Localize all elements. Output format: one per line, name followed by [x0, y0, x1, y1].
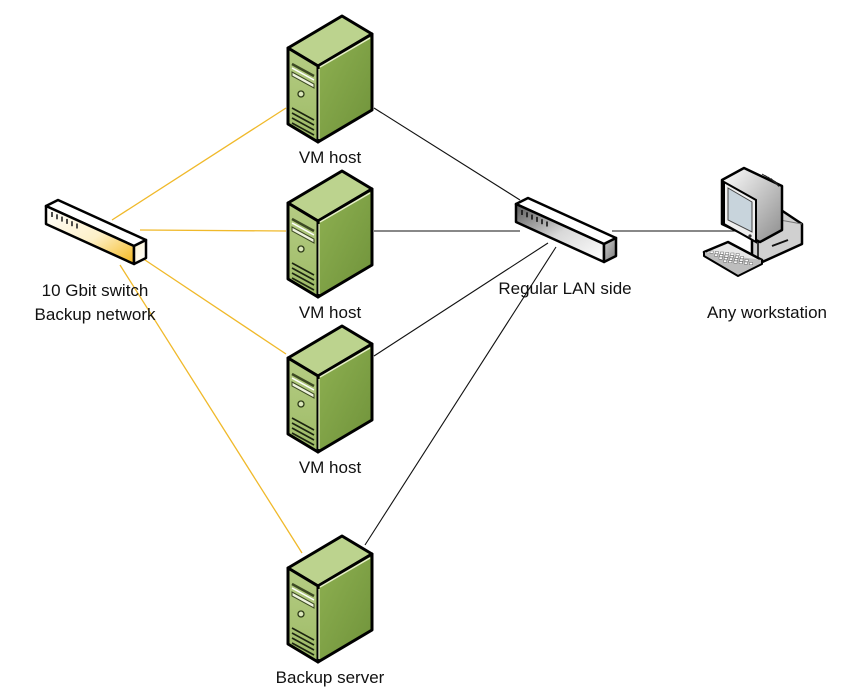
nodes — [44, 14, 804, 664]
vm-host-3-label: VM host — [298, 458, 362, 477]
backup-switch-label-line-2: Backup network — [34, 305, 156, 324]
vm-host-1-server-icon — [286, 14, 374, 144]
backup-switch-icon — [44, 198, 148, 266]
link-bswitch-vm3 — [141, 257, 287, 355]
vm-host-2-label: VM host — [298, 303, 362, 322]
link-bswitch-vm2 — [139, 229, 287, 232]
backup-server-icon — [286, 534, 374, 664]
lan-switch-label: Regular LAN side — [498, 279, 632, 298]
edges — [111, 107, 736, 554]
link-lswitch-vm3 — [373, 242, 549, 357]
backup-server-label: Backup server — [275, 668, 385, 687]
vm-host-2-server-icon — [286, 169, 374, 299]
backup-switch-label-line-1: 10 Gbit switch — [41, 281, 149, 300]
link-bswitch-vm1 — [111, 107, 287, 221]
link-lswitch-backup — [364, 246, 557, 546]
workstation-icon — [702, 166, 804, 277]
lan-switch-icon — [514, 196, 618, 264]
link-lswitch-vm1 — [373, 107, 521, 201]
link-bswitch-backup — [119, 264, 303, 554]
workstation-label: Any workstation — [707, 303, 827, 322]
vm-host-3-server-icon — [286, 324, 374, 454]
vm-host-1-label: VM host — [298, 148, 362, 167]
